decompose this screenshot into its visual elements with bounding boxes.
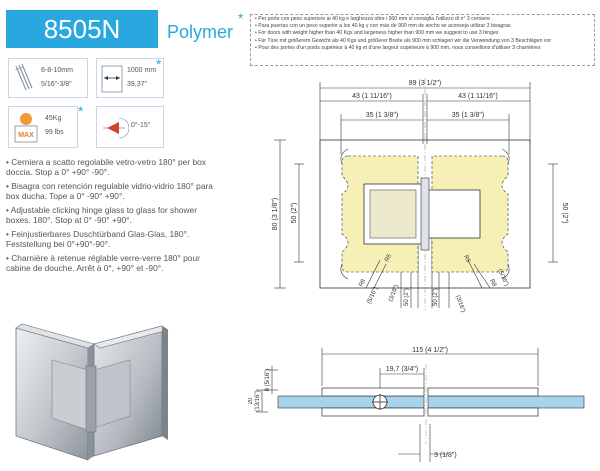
spec-angle: 0°-15°	[96, 106, 164, 148]
dim-left-inner: 35 (1 3/8")	[366, 112, 398, 119]
width-in: 39,37"	[127, 81, 148, 88]
model-title: 8505N	[6, 10, 158, 48]
width-star-icon: *	[156, 56, 162, 72]
spec-max-weight: MAX 45Kg 99 lbs	[8, 106, 78, 148]
dim-r5-right: R5	[462, 254, 471, 264]
dim-r8-right: R8	[488, 278, 497, 288]
weight-star-icon: *	[78, 103, 84, 119]
desc-de: • Feinjustierbares Duschtürband Glas-Gla…	[6, 229, 190, 249]
dim-side-gap: 3 (1/8")	[434, 452, 457, 459]
dim-cut-left: 50 (2")	[291, 203, 298, 224]
notes-box: • Per porte con peso superiore ai 40 kg …	[250, 14, 595, 66]
note-fr: • Pour des portes d'un poids supérieur à…	[255, 44, 541, 51]
dim-side-overall: 115 (4 1/2")	[412, 347, 448, 354]
dim-bottom-right: 50 (2")	[433, 288, 439, 306]
side-view-drawing: 115 (4 1/2") 19,7 (3/4") 8 (5/16") 20 (1…	[248, 347, 585, 462]
dim-overall-width: 89 (3 1/2")	[409, 80, 441, 87]
material-label: Polymer	[167, 22, 234, 42]
desc-fr: • Charnière à retenue réglable verre-ver…	[6, 253, 200, 273]
front-view-drawing: 89 (3 1/2") 43 (1 11/16") 43 (1 11/16") …	[272, 78, 568, 314]
dim-height: 80 (3 1/8")	[272, 198, 279, 230]
product-image	[15, 323, 169, 461]
note-star-icon: *	[238, 10, 244, 26]
glass-mm: 6-8-10mm	[41, 67, 73, 74]
note-de: • Für Türe mit größerem Gewicht als 40 K…	[255, 37, 552, 44]
weight-kg: 45Kg	[45, 115, 62, 122]
dim-bottom-mid-right: (3/16")	[454, 295, 466, 314]
desc-es: • Bisagra con retención regulable vidrio…	[6, 181, 213, 201]
glass-thickness-icon	[14, 63, 33, 91]
note-es: • Para puertas con un peso superior a lo…	[255, 23, 511, 30]
dim-side-thickness: 8 (5/16")	[265, 369, 271, 392]
dim-r8-right-in: (5/16")	[496, 268, 509, 287]
note-en: • For doors with weight higher than 40 K…	[255, 30, 499, 37]
angle-icon	[103, 117, 129, 139]
width-mm: 1000 mm	[127, 67, 157, 74]
max-label: MAX	[18, 132, 34, 139]
desc-it: • Cerniera a scatto regolabile vetro-vet…	[6, 157, 206, 177]
dim-r8-left: R8	[358, 278, 367, 288]
dim-bottom-mid-left: (3/16")	[388, 284, 400, 303]
weight-icon: MAX	[14, 113, 38, 143]
dim-side-offset: 19,7 (3/4")	[386, 366, 418, 373]
dim-cut-right: 50 (2")	[561, 203, 568, 224]
spec-glass-thickness: 6-8-10mm 5/16"-3/8"	[8, 58, 88, 98]
angle-value: 0°-15°	[131, 122, 151, 129]
weight-lbs: 99 lbs	[45, 129, 64, 136]
dim-r5-left: R5	[384, 253, 393, 263]
dim-side-height-in: (13/16")	[255, 390, 261, 411]
note-it: • Per porte con peso superiore ai 40 kg …	[255, 16, 490, 22]
glass-in: 5/16"-3/8"	[41, 81, 72, 88]
dim-right-width: 43 (1 11/16")	[458, 93, 498, 100]
dim-right-inner: 35 (1 3/8")	[452, 112, 484, 119]
dim-bottom-left: 50 (2")	[404, 288, 410, 306]
dim-left-width: 43 (1 11/16")	[352, 93, 392, 100]
desc-en: • Adjustable clicking hinge glass to gla…	[6, 205, 198, 225]
dim-r8-left-in: (5/16")	[366, 286, 379, 305]
dim-side-height: 20	[248, 397, 254, 404]
spec-door-width: 1000 mm 39,37"	[96, 58, 164, 98]
door-width-icon	[101, 65, 123, 93]
